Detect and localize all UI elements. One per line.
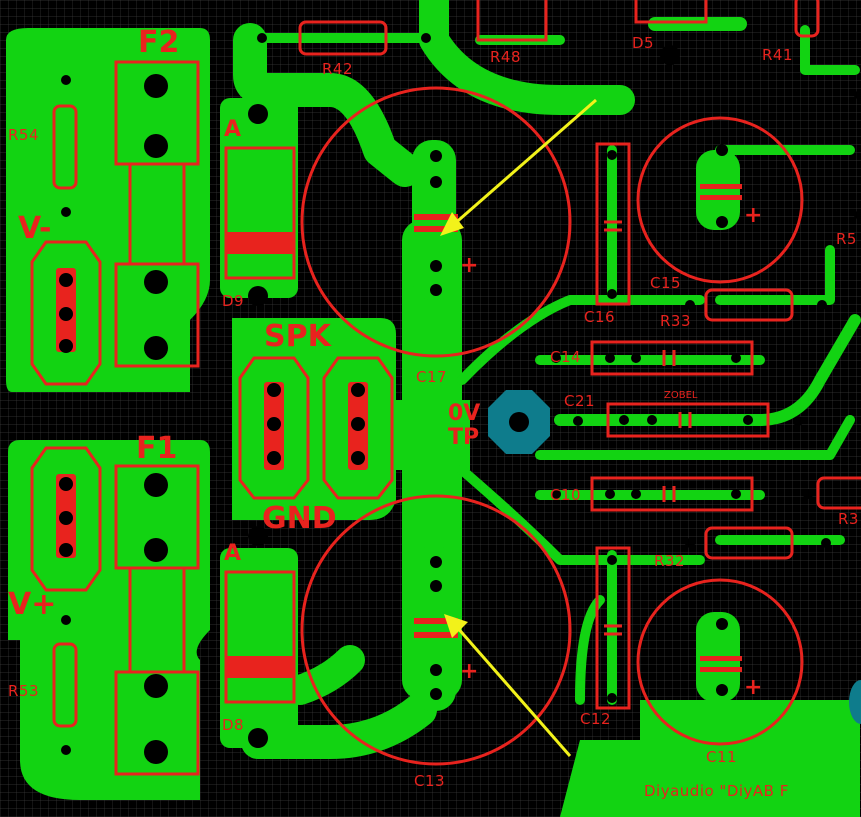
- label-c12: C12: [580, 710, 611, 728]
- label-r3x: R3: [838, 510, 859, 528]
- arrow-to-c13: [454, 625, 572, 757]
- connector-vminus-outline: [30, 240, 102, 386]
- label-r41: R41: [762, 46, 793, 64]
- cap-c10-outline: [590, 476, 754, 512]
- testpoint-edge-pad: [849, 680, 861, 724]
- pads-layer: [56, 33, 861, 764]
- annotation-arrows: [440, 98, 597, 757]
- connector-vplus-outline: [30, 446, 102, 592]
- resistor-r32-body: [704, 526, 794, 560]
- label-d5: D5: [632, 34, 654, 52]
- resistor-r53-body: [52, 642, 78, 728]
- fuse-f2-outline: [114, 60, 200, 166]
- label-c14: C14: [550, 348, 581, 366]
- label-d8: D8: [222, 716, 244, 734]
- resistor-r41-body: [794, 0, 820, 38]
- label-0v: 0V: [448, 401, 480, 426]
- resistor-r54-body: [52, 104, 78, 190]
- cap-c14-outline: [590, 340, 754, 376]
- label-c16: C16: [584, 308, 615, 326]
- fuse-f1-outline: [114, 464, 200, 570]
- label-r48: R48: [490, 48, 521, 66]
- cap-c12-outline: [595, 546, 631, 710]
- label-r42: R42: [322, 60, 353, 78]
- svg-text:+: +: [460, 659, 478, 684]
- label-c11: C11: [706, 748, 737, 766]
- labels-layer: F2 F1 R54 R53 V- V+ A A D9 D8 SPK GND R4…: [8, 25, 859, 800]
- silkscreen-layer: [30, 0, 861, 776]
- diode-d5-body: [634, 0, 708, 24]
- label-r53: R53: [8, 682, 39, 700]
- svg-text:+: +: [460, 253, 478, 278]
- cap-c17-outline: [300, 86, 572, 358]
- label-r5x: R5: [836, 230, 857, 248]
- svg-text:+: +: [744, 203, 762, 228]
- copper-layer: [6, 0, 861, 817]
- cap-c13-outline: [300, 494, 572, 766]
- diode-d8-body: [224, 570, 296, 704]
- label-r32: R32: [654, 552, 685, 570]
- label-r33: R33: [660, 312, 691, 330]
- arrow-to-c17: [451, 98, 597, 228]
- label-vminus: V-: [18, 211, 52, 246]
- label-c15: C15: [650, 274, 681, 292]
- label-zobel: ZOBEL: [664, 390, 698, 401]
- label-spk: SPK: [264, 319, 333, 354]
- cap-c11-outline: [636, 578, 804, 746]
- label-r54: R54: [8, 126, 39, 144]
- resistor-r48-body: [476, 0, 548, 42]
- resistor-r42-body: [298, 20, 388, 56]
- resistor-r33-body: [704, 288, 794, 322]
- svg-text:+: +: [744, 675, 762, 700]
- label-c13: C13: [414, 772, 445, 790]
- connector-spk-right-outline: [322, 356, 394, 500]
- label-a-top: A: [224, 117, 241, 142]
- connector-spk-left-outline: [238, 356, 310, 500]
- polarity-marks: + + + +: [460, 203, 762, 700]
- cap-c15-outline: [636, 116, 804, 284]
- label-vplus: V+: [8, 587, 56, 622]
- cap-c21-outline: [606, 402, 770, 438]
- label-c21: C21: [564, 392, 595, 410]
- diode-d9-body: [224, 146, 296, 280]
- label-f2: F2: [138, 25, 179, 60]
- label-a-bot: A: [224, 541, 241, 566]
- label-gnd: GND: [262, 501, 337, 536]
- label-f1: F1: [136, 431, 177, 466]
- label-tp: TP: [448, 425, 479, 450]
- label-footer: Diyaudio "DiyAB F: [644, 782, 789, 800]
- cap-c16-outline: [595, 142, 631, 306]
- label-d9: D9: [222, 292, 244, 310]
- label-c17: C17: [416, 368, 447, 386]
- label-c10: C10: [550, 486, 581, 504]
